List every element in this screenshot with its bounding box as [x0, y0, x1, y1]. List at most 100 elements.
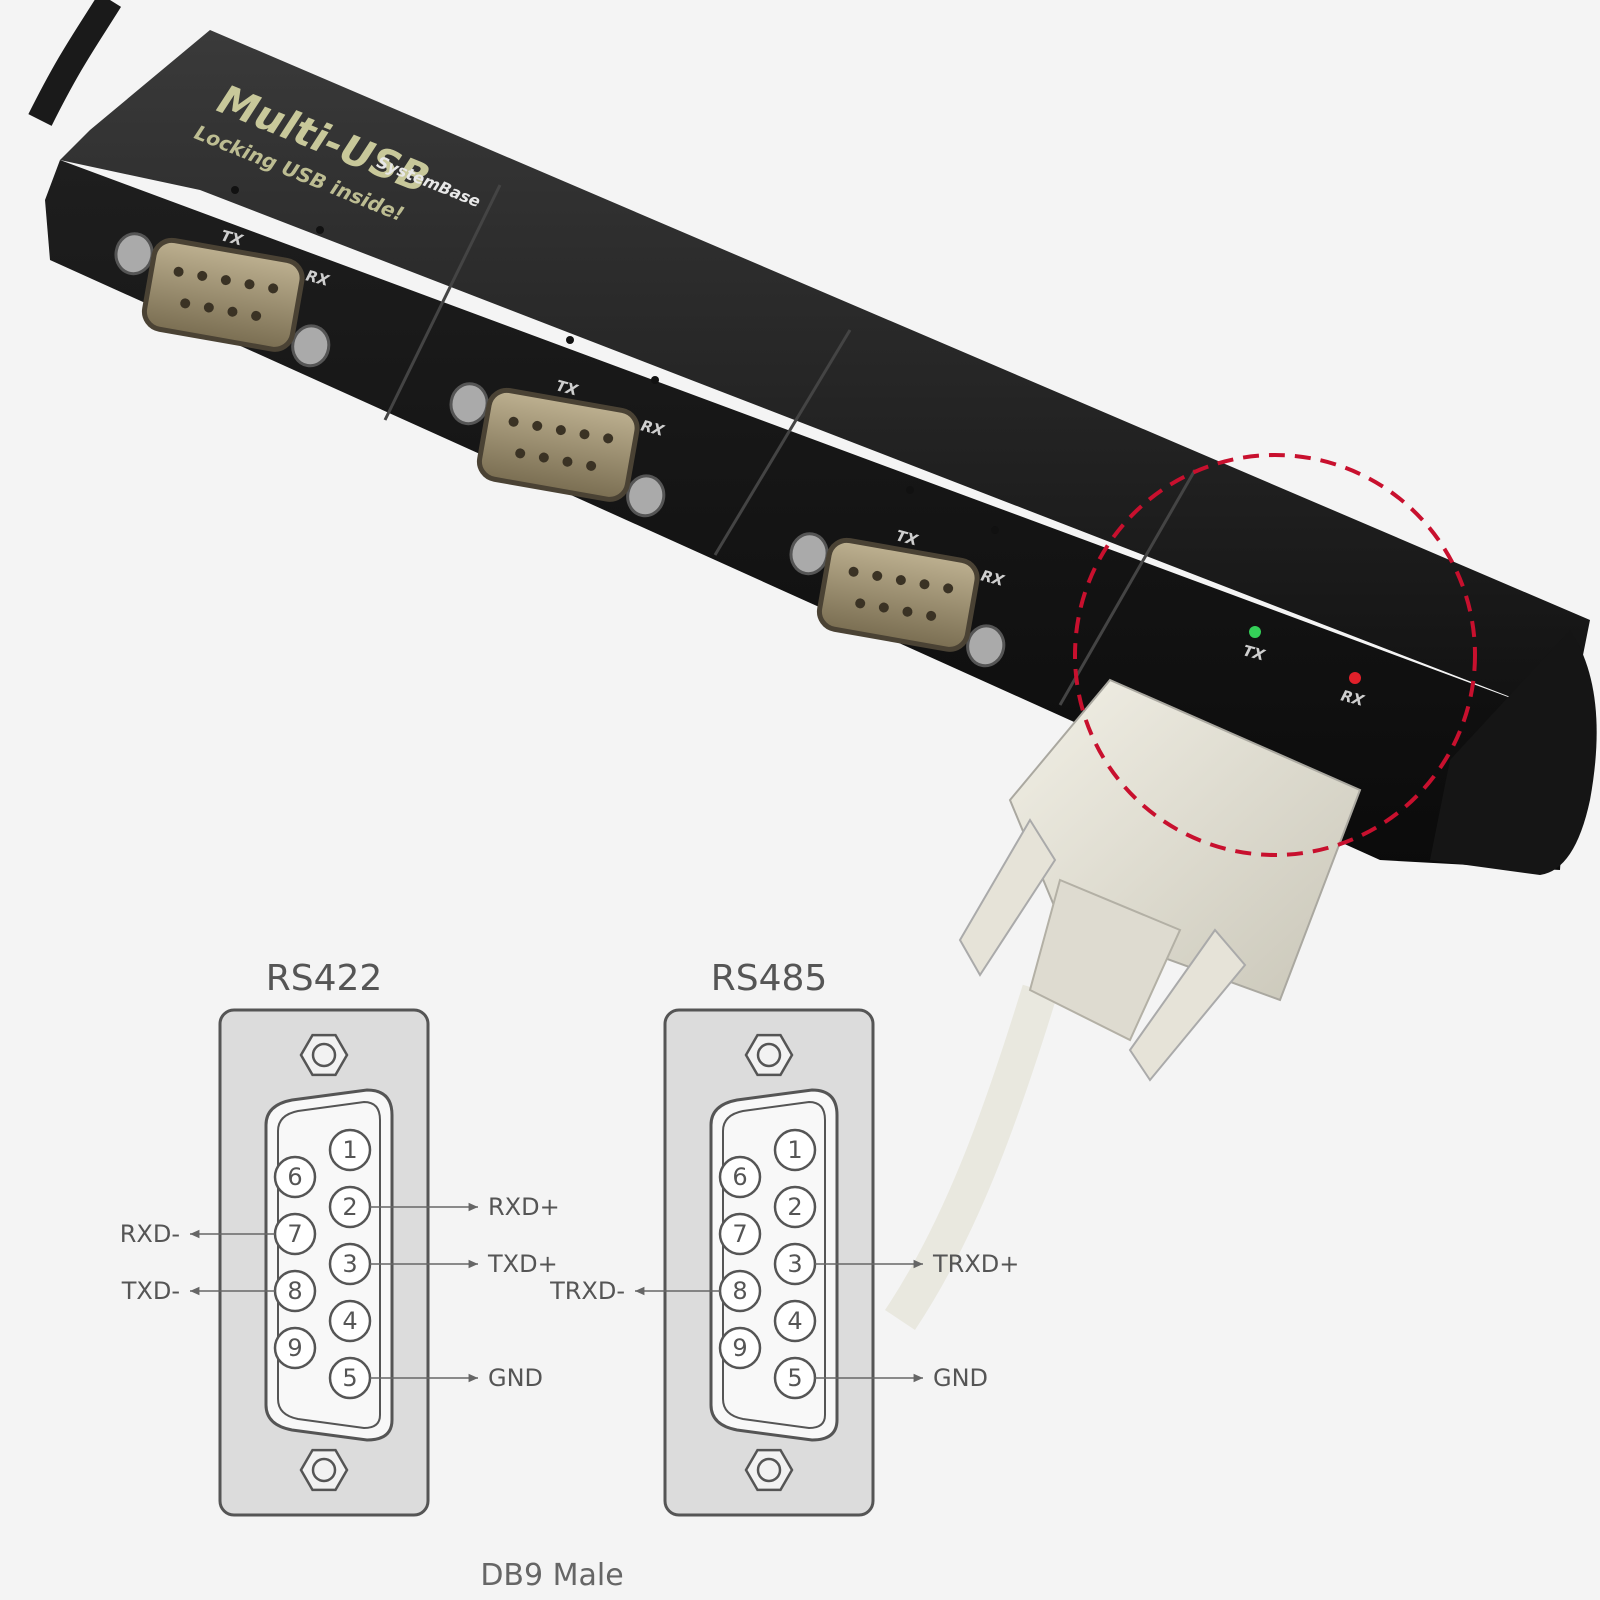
d-shell-inner: [277, 1100, 381, 1430]
port-pin: [227, 306, 238, 317]
tx-led: [231, 186, 239, 194]
port-pin: [902, 606, 913, 617]
tx-label: TX: [219, 226, 246, 249]
port-pin: [872, 570, 883, 581]
port-pin: [562, 456, 573, 467]
pin-7: [718, 1212, 762, 1256]
rx-led: [316, 226, 324, 234]
tx-led: [906, 486, 914, 494]
port-pin: [220, 275, 231, 286]
hex-nut-hole: [311, 1457, 337, 1483]
tx-led-active: [1249, 626, 1261, 638]
hub-seam: [1058, 469, 1197, 706]
pin-number: 9: [287, 1334, 302, 1362]
signal-label: RXD+: [488, 1193, 560, 1221]
signal-label: RXD-: [120, 1220, 180, 1248]
pin-number: 1: [342, 1136, 357, 1164]
pin-number: 9: [732, 1334, 747, 1362]
serial-port: [449, 382, 666, 518]
port-pin: [926, 610, 937, 621]
cable-cord: [885, 984, 1058, 1330]
hub-top-face: [60, 30, 1590, 720]
rx-led: [991, 526, 999, 534]
port-pin: [878, 602, 889, 613]
signal-label: GND: [488, 1364, 543, 1392]
port-pin: [515, 448, 526, 459]
hex-nut-icon: [744, 1448, 794, 1492]
pin-2: [773, 1185, 817, 1229]
tx-label: TX: [894, 526, 921, 549]
pin-number: 6: [732, 1163, 747, 1191]
pin-number: 5: [342, 1364, 357, 1392]
pin-1: [773, 1128, 817, 1172]
hex-nut-icon: [299, 1033, 349, 1077]
signal-label: TRXD-: [549, 1277, 625, 1305]
highlight-circle: [1073, 453, 1477, 857]
hub-seam: [383, 184, 502, 421]
pin-6: [273, 1155, 317, 1199]
pin-1: [328, 1128, 372, 1172]
tx-label: TX: [554, 376, 581, 399]
thumbscrew-left: [958, 818, 1057, 977]
port-pin: [895, 575, 906, 586]
pin-number: 6: [287, 1163, 302, 1191]
pin-number: 8: [287, 1277, 302, 1305]
port-pin: [586, 460, 597, 471]
db9-port: [816, 537, 980, 652]
usb-serial-hub: Multi-USB Locking USB inside! SystemBase…: [45, 30, 1597, 1330]
port-screw: [966, 624, 1006, 668]
port-pin: [197, 270, 208, 281]
rx-label: RX: [1339, 686, 1367, 710]
usb-cable: [28, 0, 122, 126]
port-pin: [603, 433, 614, 444]
serial-port: [789, 532, 1006, 668]
rx-label: RX: [304, 266, 332, 290]
pin-9: [718, 1326, 762, 1370]
port-pin: [180, 298, 191, 309]
signal-label: GND: [933, 1364, 988, 1392]
hex-nut-hole: [756, 1457, 782, 1483]
port-pin: [943, 583, 954, 594]
db9-port: [476, 387, 640, 502]
hex-nut-icon: [744, 1033, 794, 1077]
rx-label: RX: [979, 566, 1007, 590]
pin-6: [718, 1155, 762, 1199]
connector-title: RS422: [266, 958, 383, 999]
port-pin: [532, 420, 543, 431]
pin-number: 7: [287, 1220, 302, 1248]
pin-number: 5: [787, 1364, 802, 1392]
db9-port: [141, 237, 305, 352]
port-pin: [173, 266, 184, 277]
pin-number: 2: [787, 1193, 802, 1221]
port-pin: [203, 302, 214, 313]
signal-label: TXD+: [487, 1250, 558, 1278]
hex-nut-hole: [756, 1042, 782, 1068]
port-pin: [919, 579, 930, 590]
port-pin: [848, 566, 859, 577]
hub-seam: [713, 329, 852, 556]
rx-led: [651, 376, 659, 384]
pin-9: [273, 1326, 317, 1370]
pin-number: 3: [342, 1250, 357, 1278]
pin-4: [328, 1299, 372, 1343]
pin-number: 1: [787, 1136, 802, 1164]
port-pin: [244, 279, 255, 290]
hex-nut-icon: [299, 1448, 349, 1492]
port-pin: [555, 425, 566, 436]
thumbscrew-right: [1128, 928, 1247, 1082]
signal-label: TXD-: [121, 1277, 180, 1305]
pinout-diagrams: RS422123456789RXD+TXD+GNDRXD-TXD-RS48512…: [120, 958, 1019, 1517]
hub-end-cap: [1430, 630, 1597, 875]
port-pin: [538, 452, 549, 463]
pin-number: 4: [342, 1307, 357, 1335]
pin-number: 7: [732, 1220, 747, 1248]
pin-4: [773, 1299, 817, 1343]
hex-nut-hole: [311, 1042, 337, 1068]
pin-number: 8: [732, 1277, 747, 1305]
d-shell-inner: [722, 1100, 826, 1430]
connector-title: RS485: [711, 958, 828, 999]
plug-strain-relief: [1028, 878, 1182, 1042]
